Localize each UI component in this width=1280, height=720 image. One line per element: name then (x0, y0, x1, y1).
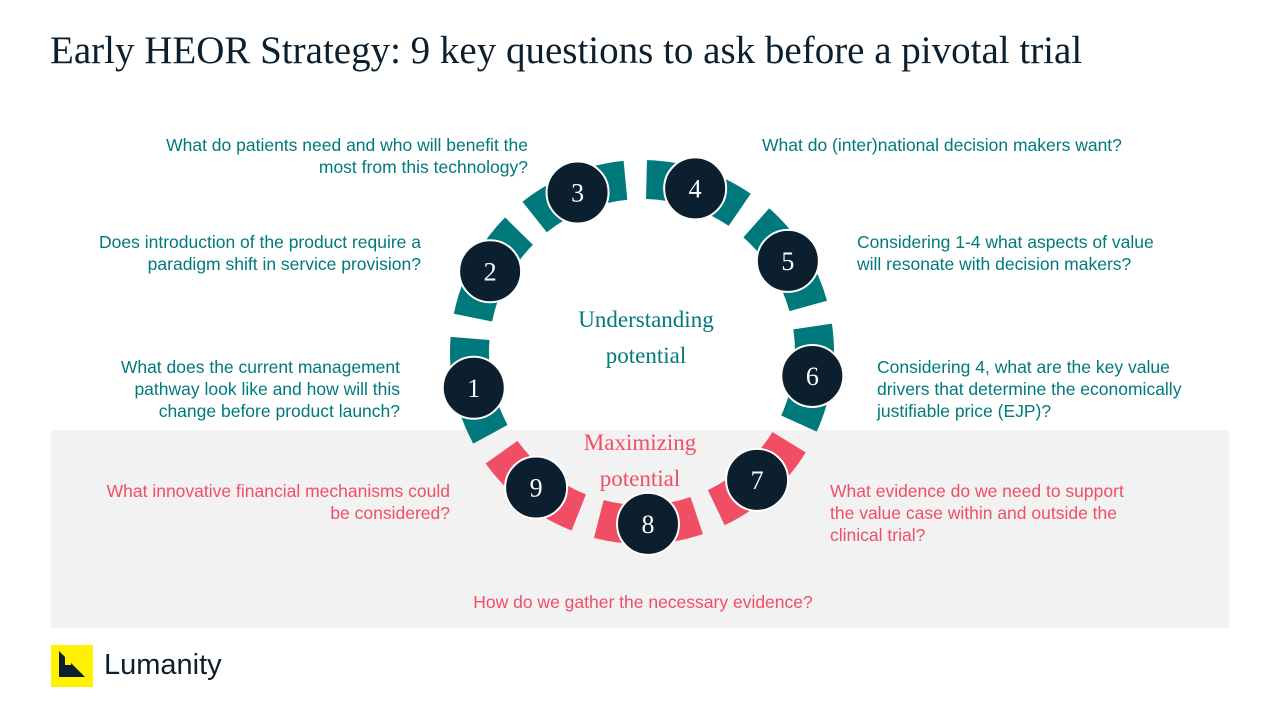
step-circle (755, 228, 820, 293)
maximizing-label-line: Maximizing (583, 430, 697, 455)
understanding-label-line: potential (605, 343, 687, 368)
step-number: 3 (571, 179, 584, 208)
maximizing-potential-label: Maximizing potential (540, 425, 740, 497)
question-5: Considering 1-4 what aspects of value wi… (857, 232, 1154, 274)
step-marker-5: 5 (755, 228, 820, 293)
step-marker-1: 1 (441, 355, 506, 420)
question-8: How do we gather the necessary evidence? (473, 592, 813, 612)
lumanity-logo-text: Lumanity (104, 649, 222, 681)
question-1: What does the current management pathway… (120, 357, 400, 421)
step-marker-6: 6 (780, 343, 845, 408)
step-number: 2 (484, 257, 497, 286)
question-6: Considering 4, what are the key value dr… (877, 357, 1182, 421)
step-circle (545, 160, 610, 225)
question-3: What do patients need and who will benef… (166, 135, 528, 177)
step-marker-3: 3 (545, 160, 610, 225)
step-number: 9 (530, 474, 543, 503)
step-number: 5 (781, 247, 794, 276)
step-circle (504, 455, 569, 520)
step-circle (441, 355, 506, 420)
step-number: 6 (806, 362, 819, 391)
lumanity-logo-mark (51, 645, 93, 687)
understanding-label-line: Understanding (578, 307, 714, 332)
step-circle (663, 156, 728, 221)
step-marker-8: 8 (616, 491, 681, 556)
step-marker-7: 7 (725, 447, 790, 512)
maximizing-label-line: potential (599, 466, 681, 491)
step-marker-9: 9 (504, 455, 569, 520)
question-4: What do (inter)national decision makers … (762, 135, 1122, 155)
question-2: Does introduction of the product require… (99, 232, 421, 274)
step-circle (458, 239, 523, 304)
step-number: 4 (689, 174, 702, 203)
understanding-potential-label: Understanding potential (546, 302, 746, 374)
step-number: 7 (751, 466, 764, 495)
step-marker-4: 4 (663, 156, 728, 221)
step-circle (725, 447, 790, 512)
slide-title: Early HEOR Strategy: 9 key questions to … (50, 29, 1083, 72)
question-9: What innovative financial mechanisms cou… (106, 481, 450, 523)
step-number: 8 (642, 510, 655, 539)
question-7: What evidence do we need to support the … (830, 481, 1124, 545)
step-circle (780, 343, 845, 408)
step-circle (616, 491, 681, 556)
step-number: 1 (467, 374, 480, 403)
step-marker-2: 2 (458, 239, 523, 304)
